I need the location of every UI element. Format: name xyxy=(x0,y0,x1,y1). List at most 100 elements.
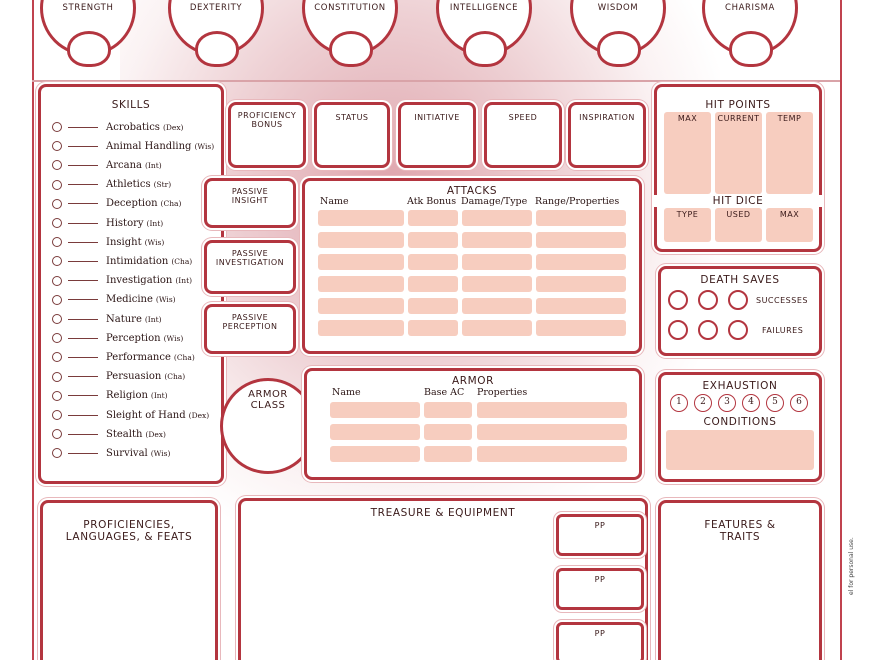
skill-row[interactable]: Arcana(Int) xyxy=(52,157,162,173)
speed-box[interactable]: SPEED xyxy=(484,102,562,168)
skill-value-line[interactable] xyxy=(68,337,98,339)
skill-proficiency-checkbox[interactable] xyxy=(52,314,62,324)
armor-cell[interactable] xyxy=(424,424,472,440)
hit-dice-used-field[interactable] xyxy=(715,208,762,242)
ability-dexterity[interactable]: DEXTERITY xyxy=(168,0,264,67)
armor-class-shield[interactable]: ARMOR CLASS xyxy=(220,378,316,474)
coin-box-2[interactable]: PP xyxy=(556,568,644,610)
skill-row[interactable]: Persuasion(Cha) xyxy=(52,369,185,385)
armor-cell[interactable] xyxy=(424,446,472,462)
inspiration-box[interactable]: INSPIRATION xyxy=(568,102,646,168)
skill-row[interactable]: Animal Handling(Wis) xyxy=(52,138,214,154)
skill-value-line[interactable] xyxy=(68,203,98,205)
skill-proficiency-checkbox[interactable] xyxy=(52,352,62,363)
passive-investigation-box[interactable]: PASSIVE INVESTIGATION xyxy=(204,240,296,294)
skill-proficiency-checkbox[interactable] xyxy=(52,275,62,286)
armor-cell[interactable] xyxy=(477,424,627,440)
armor-cell[interactable] xyxy=(424,402,472,418)
skill-proficiency-checkbox[interactable] xyxy=(52,256,62,267)
ability-intelligence[interactable]: INTELLIGENCE xyxy=(436,0,532,67)
skill-value-line[interactable] xyxy=(68,260,98,262)
skill-value-line[interactable] xyxy=(68,356,98,358)
attack-cell[interactable] xyxy=(536,320,626,336)
attack-cell[interactable] xyxy=(462,320,532,336)
ability-modifier[interactable] xyxy=(463,31,507,67)
skill-row[interactable]: Deception(Cha) xyxy=(52,196,181,212)
initiative-box[interactable]: INITIATIVE xyxy=(398,102,476,168)
skill-value-line[interactable] xyxy=(68,126,98,128)
ability-constitution[interactable]: CONSTITUTION xyxy=(302,0,398,67)
skill-row[interactable]: Stealth(Dex) xyxy=(52,426,166,442)
skill-row[interactable]: Survival(Wis) xyxy=(52,445,170,461)
skill-proficiency-checkbox[interactable] xyxy=(52,198,62,209)
skill-value-line[interactable] xyxy=(68,452,98,454)
death-save-failure-1[interactable] xyxy=(668,320,688,340)
skill-row[interactable]: History(Int) xyxy=(52,215,163,231)
skill-value-line[interactable] xyxy=(68,222,98,224)
skill-proficiency-checkbox[interactable] xyxy=(52,390,62,401)
attack-cell[interactable] xyxy=(318,298,404,314)
ability-modifier[interactable] xyxy=(329,31,373,67)
skill-proficiency-checkbox[interactable] xyxy=(52,410,62,420)
attack-cell[interactable] xyxy=(408,276,458,292)
hp-temp-field[interactable] xyxy=(766,112,813,194)
skill-value-line[interactable] xyxy=(68,318,98,320)
death-save-failure-3[interactable] xyxy=(728,320,748,340)
attack-cell[interactable] xyxy=(408,210,458,226)
skill-row[interactable]: Insight(Wis) xyxy=(52,234,164,250)
attack-cell[interactable] xyxy=(318,320,404,336)
conditions-field[interactable] xyxy=(666,430,814,470)
exhaustion-level[interactable]: 1 xyxy=(670,394,688,412)
skill-proficiency-checkbox[interactable] xyxy=(52,333,62,344)
skill-row[interactable]: Religion(Int) xyxy=(52,388,168,404)
skill-value-line[interactable] xyxy=(68,164,98,166)
skill-row[interactable]: Intimidation(Cha) xyxy=(52,253,192,269)
passive-perception-box[interactable]: PASSIVE PERCEPTION xyxy=(204,304,296,354)
skill-value-line[interactable] xyxy=(68,433,98,435)
attack-cell[interactable] xyxy=(318,232,404,248)
skill-proficiency-checkbox[interactable] xyxy=(52,429,62,440)
skill-value-line[interactable] xyxy=(68,184,98,186)
skill-row[interactable]: Perception(Wis) xyxy=(52,330,183,346)
skill-row[interactable]: Performance(Cha) xyxy=(52,349,195,365)
attack-cell[interactable] xyxy=(318,254,404,270)
attack-cell[interactable] xyxy=(536,276,626,292)
ability-modifier[interactable] xyxy=(195,31,239,67)
ability-modifier[interactable] xyxy=(729,31,773,67)
armor-cell[interactable] xyxy=(477,402,627,418)
skill-row[interactable]: Sleight of Hand(Dex) xyxy=(52,407,209,423)
skill-proficiency-checkbox[interactable] xyxy=(52,448,62,459)
death-save-success-3[interactable] xyxy=(728,290,748,310)
armor-cell[interactable] xyxy=(477,446,627,462)
skill-proficiency-checkbox[interactable] xyxy=(52,179,62,190)
exhaustion-level[interactable]: 6 xyxy=(790,394,808,412)
proficiencies-panel[interactable]: PROFICIENCIES, LANGUAGES, & FEATS xyxy=(40,500,218,660)
skill-value-line[interactable] xyxy=(68,145,98,147)
attack-cell[interactable] xyxy=(408,320,458,336)
hit-dice-type-field[interactable] xyxy=(664,208,711,242)
coin-box-3[interactable]: PP xyxy=(556,622,644,660)
skill-row[interactable]: Acrobatics(Dex) xyxy=(52,119,183,135)
features-panel[interactable]: FEATURES & TRAITS xyxy=(658,500,822,660)
attack-cell[interactable] xyxy=(462,298,532,314)
skill-proficiency-checkbox[interactable] xyxy=(52,122,62,132)
armor-cell[interactable] xyxy=(330,402,420,418)
attack-cell[interactable] xyxy=(536,210,626,226)
attack-cell[interactable] xyxy=(318,276,404,292)
skill-row[interactable]: Investigation(Int) xyxy=(52,273,192,289)
death-save-failure-2[interactable] xyxy=(698,320,718,340)
passive-insight-box[interactable]: PASSIVE INSIGHT xyxy=(204,178,296,228)
death-save-success-1[interactable] xyxy=(668,290,688,310)
ability-charisma[interactable]: CHARISMA xyxy=(702,0,798,67)
exhaustion-level[interactable]: 3 xyxy=(718,394,736,412)
skill-proficiency-checkbox[interactable] xyxy=(52,218,62,228)
skill-value-line[interactable] xyxy=(68,280,98,282)
skill-proficiency-checkbox[interactable] xyxy=(52,237,62,248)
skill-row[interactable]: Medicine(Wis) xyxy=(52,292,176,308)
attack-cell[interactable] xyxy=(408,232,458,248)
skill-proficiency-checkbox[interactable] xyxy=(52,160,62,171)
skill-row[interactable]: Nature(Int) xyxy=(52,311,162,327)
attack-cell[interactable] xyxy=(536,254,626,270)
ability-strength[interactable]: STRENGTH xyxy=(40,0,136,67)
attack-cell[interactable] xyxy=(318,210,404,226)
